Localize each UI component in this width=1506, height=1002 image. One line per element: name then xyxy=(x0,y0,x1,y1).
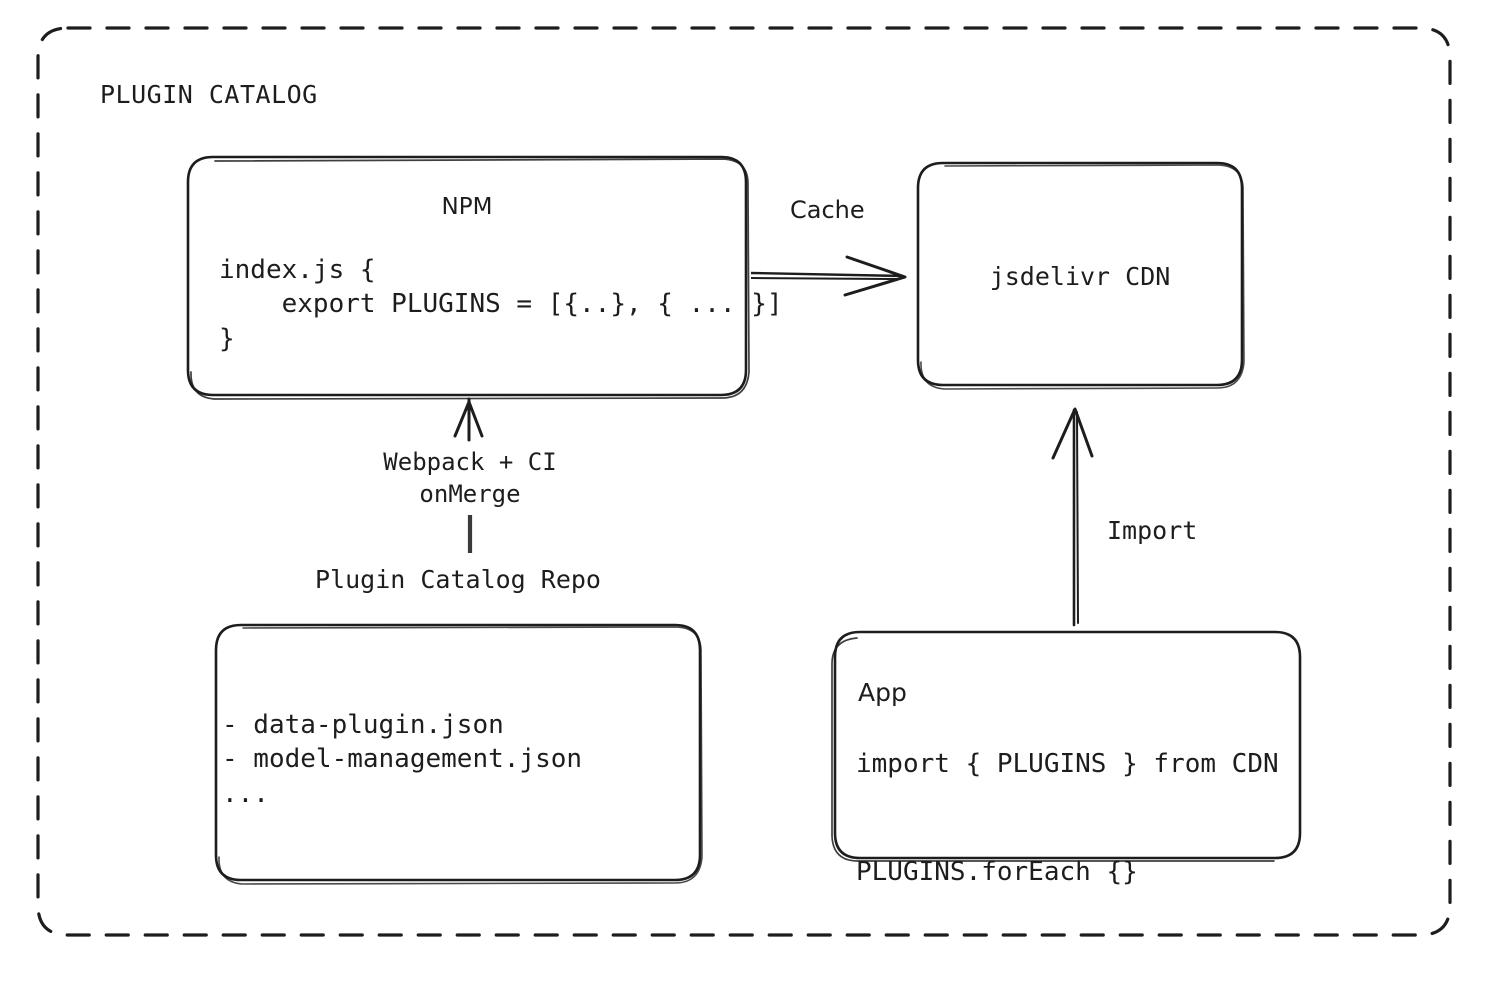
edge-label-import: Import xyxy=(1107,516,1198,545)
npm-node-title: NPM xyxy=(441,194,493,220)
repo-box-shape xyxy=(214,623,703,885)
cdn-box-shape xyxy=(916,161,1245,390)
edge-label-cache: Cache xyxy=(790,196,865,224)
npm-node-code: index.js { export PLUGINS = [{..}, { ...… xyxy=(219,255,783,354)
repo-node-caption: Plugin Catalog Repo xyxy=(315,565,601,594)
edge-label-webpack-ci: Webpack + CI onMerge xyxy=(383,448,557,508)
arrow-repo-to-npm xyxy=(453,397,484,553)
group-title: PLUGIN CATALOG xyxy=(100,80,318,109)
cdn-node-title: jsdelivr CDN xyxy=(989,262,1171,291)
app-node-code: import { PLUGINS } from CDN PLUGINS.forE… xyxy=(856,749,1279,888)
npm-box-shape xyxy=(186,155,750,400)
arrow-npm-to-cdn xyxy=(750,255,907,297)
arrow-app-to-cdn xyxy=(1051,407,1094,627)
app-box-shape xyxy=(831,630,1302,862)
app-node-title: App xyxy=(858,678,907,707)
repo-node-items: - data-plugin.json - model-management.js… xyxy=(222,710,583,809)
group-container-border xyxy=(36,26,1452,937)
